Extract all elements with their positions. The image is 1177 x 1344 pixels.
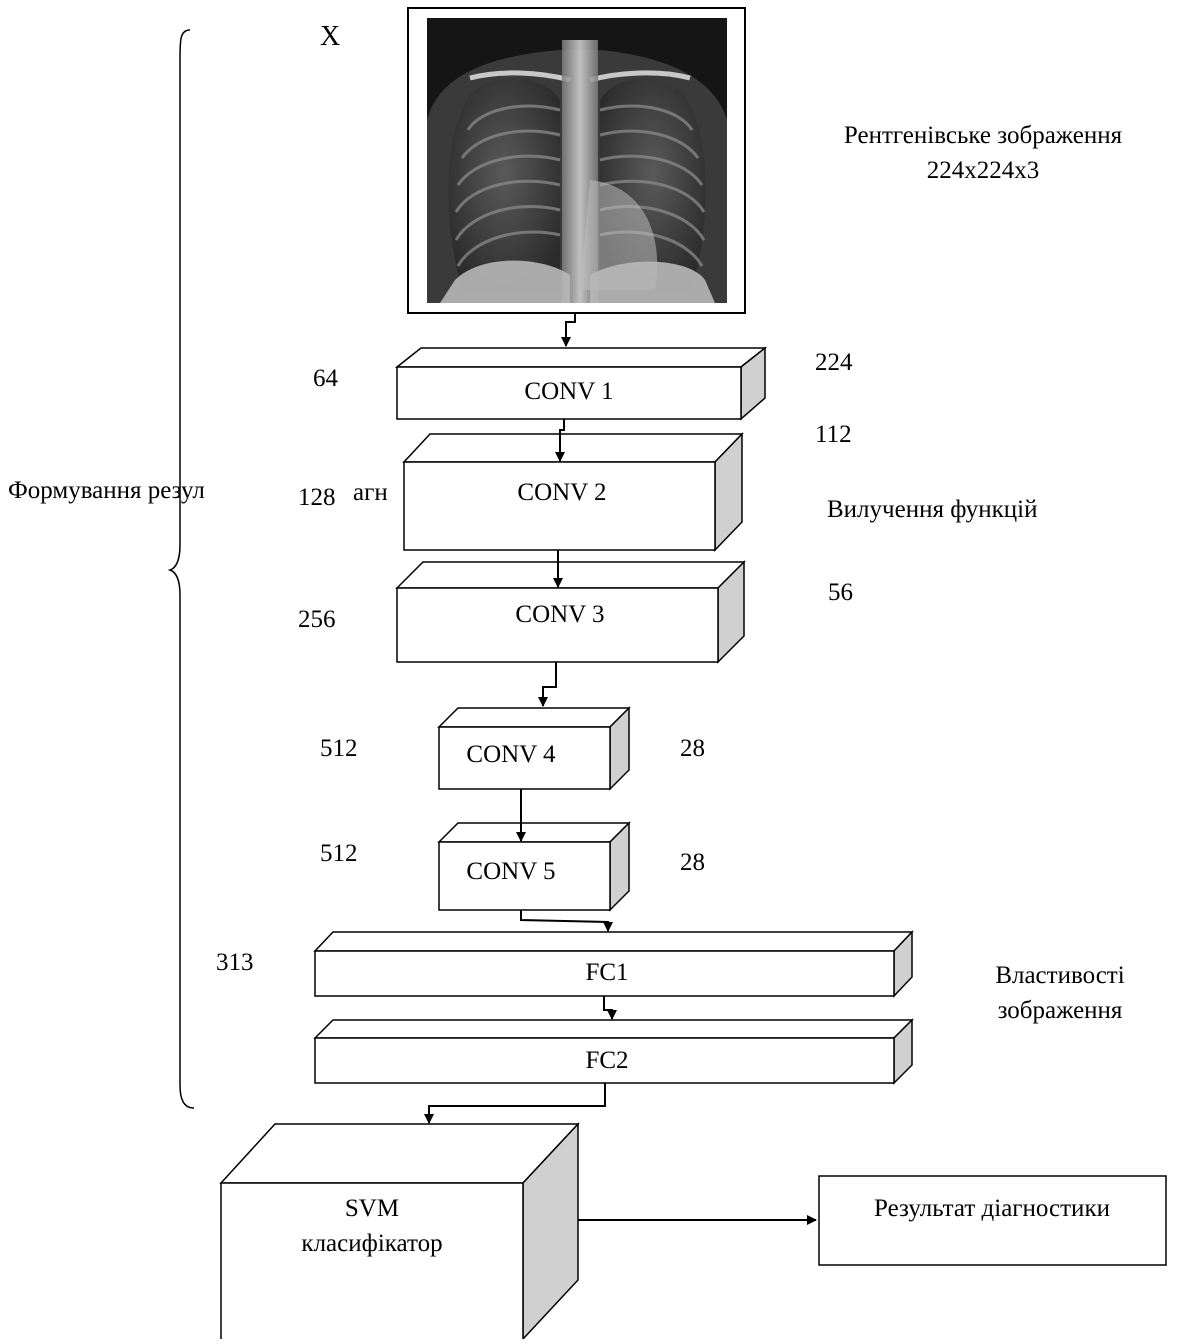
brace-label-fragment: агн (353, 479, 388, 506)
fc1-depth: 313 (216, 949, 254, 976)
input-label: X (320, 21, 340, 52)
arrow-conv5-to-fc1 (521, 910, 608, 931)
result-label: Результат діагностики (874, 1195, 1110, 1222)
conv2-depth: 128 (298, 484, 336, 511)
arrow-fc1-to-fc2 (604, 996, 612, 1019)
conv1-label: CONV 1 (524, 378, 613, 405)
svm-label-line2: класифікатор (301, 1230, 442, 1257)
conv3-depth: 256 (298, 606, 336, 633)
input-caption-line2: 224x224x3 (927, 157, 1040, 184)
image-properties-line2: зображення (998, 997, 1123, 1024)
fc2-label: FC2 (585, 1047, 628, 1074)
conv3-block: CONV 3 (397, 562, 744, 662)
image-properties-line1: Властивості (995, 962, 1124, 989)
conv2-block: CONV 2 (404, 434, 742, 550)
arrow-input-to-conv1 (566, 313, 575, 346)
conv5-block: CONV 5 (439, 823, 629, 910)
conv3-label: CONV 3 (515, 601, 604, 628)
left-brace (170, 30, 194, 1108)
conv1-depth: 64 (313, 365, 339, 392)
arrow-fc2-to-svm (429, 1083, 605, 1123)
conv4-label: CONV 4 (466, 741, 556, 768)
conv4-size: 28 (680, 735, 705, 762)
conv4-depth: 512 (320, 735, 358, 762)
svm-classifier-block: SVM класифікатор (221, 1124, 578, 1339)
conv2-size: 112 (815, 421, 852, 448)
conv5-label: CONV 5 (466, 858, 555, 885)
result-box: Результат діагностики (819, 1176, 1166, 1265)
fc2-block: FC2 (315, 1020, 912, 1083)
svm-label-line1: SVM (345, 1195, 399, 1222)
conv2-label: CONV 2 (517, 479, 606, 506)
conv1-block: CONV 1 (397, 348, 765, 419)
arrow-conv3-to-conv4 (543, 662, 556, 706)
feature-extraction-label: Вилучення функцій (827, 496, 1038, 523)
fc1-block: FC1 (315, 932, 912, 996)
conv3-size: 56 (828, 579, 853, 606)
fc1-label: FC1 (585, 959, 628, 986)
input-caption-line1: Рентгенівське зображення (844, 122, 1123, 149)
conv5-depth: 512 (320, 840, 358, 867)
conv1-size: 224 (815, 349, 853, 376)
conv4-block: CONV 4 (439, 708, 629, 789)
input-image (408, 8, 745, 313)
conv5-size: 28 (680, 849, 705, 876)
brace-label: Формування резул (8, 477, 205, 504)
